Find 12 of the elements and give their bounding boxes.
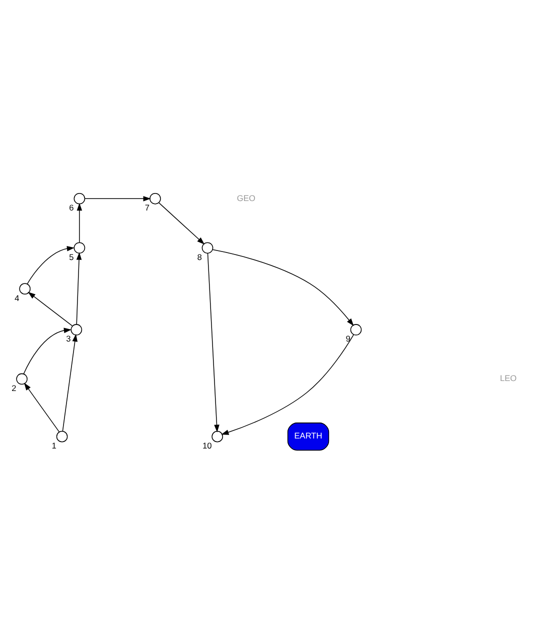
label: LEO (500, 372, 517, 383)
node-label: 7 (144, 202, 150, 212)
node-label: 10 (202, 440, 212, 450)
node-label: 4 (14, 292, 20, 302)
node-label: 9 (346, 333, 350, 344)
node-label: 3 (66, 333, 71, 344)
node-label: 5 (69, 251, 74, 262)
node-label: 2 (12, 382, 16, 392)
label: GEO (236, 192, 256, 202)
node-label: 8 (197, 251, 202, 262)
node-label: 1 (52, 440, 56, 450)
node-label: 6 (69, 202, 74, 212)
